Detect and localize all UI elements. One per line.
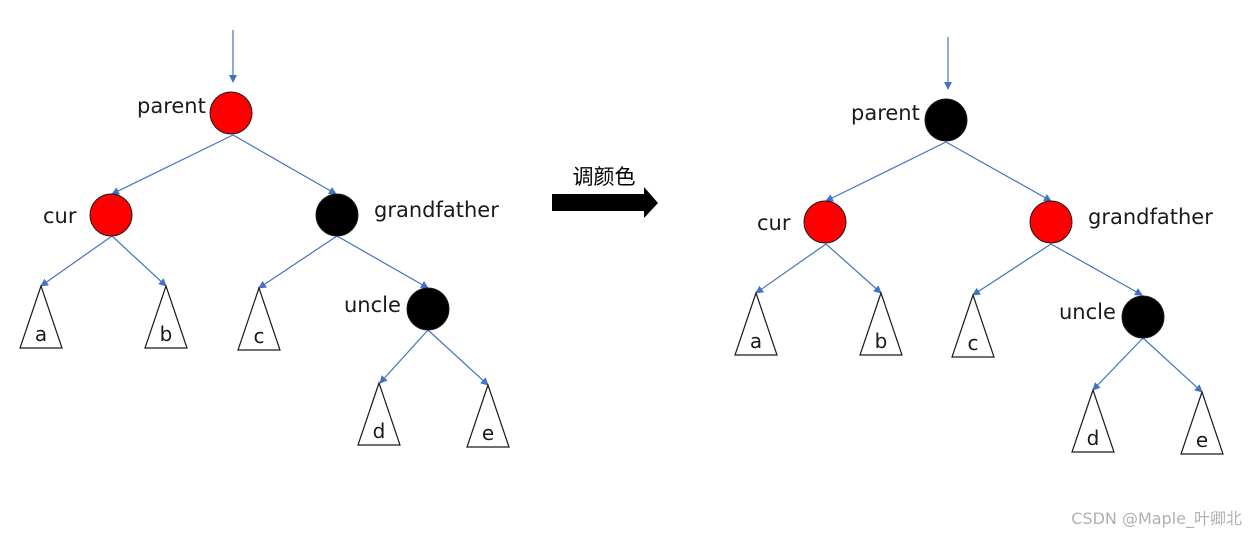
subtree-b <box>859 291 903 356</box>
label-cur: cur <box>757 211 791 235</box>
label-uncle: uncle <box>344 293 401 317</box>
subtree-a-label: a <box>750 329 762 353</box>
label-grandfather: grandfather <box>374 198 499 222</box>
edge-cur-a <box>40 235 113 287</box>
edge-parent-cur <box>111 134 234 195</box>
edge-uncle-e <box>427 329 489 386</box>
subtree-c <box>951 293 995 358</box>
subtree-b <box>144 284 188 349</box>
edge-uncle-e <box>1142 337 1203 393</box>
tree-before: parent cur grandfather uncle a b c d e <box>19 30 510 448</box>
subtree-c-label: c <box>254 324 265 348</box>
subtree-d-label: d <box>373 419 386 443</box>
node-uncle <box>406 287 450 331</box>
subtree-c-label: c <box>968 331 979 355</box>
node-cur <box>89 193 133 237</box>
node-uncle <box>1121 295 1165 339</box>
subtree-e <box>466 383 510 448</box>
subtree-a <box>734 291 778 356</box>
label-uncle: uncle <box>1059 300 1116 324</box>
edge-grandfather-uncle <box>1050 243 1143 296</box>
edge-cur-b <box>825 243 882 294</box>
watermark: CSDN @Maple_叶卿北 <box>1071 509 1242 529</box>
transition-label: 调颜色 <box>573 165 636 189</box>
subtree-e-label: e <box>482 421 494 445</box>
subtree-e-label: e <box>1196 428 1208 452</box>
node-parent <box>924 98 968 142</box>
edge-parent-grandfather <box>232 134 337 195</box>
subtree-b-label: b <box>875 329 888 353</box>
edge-parent-cur <box>825 141 947 202</box>
edge-grandfather-c <box>972 243 1052 296</box>
label-grandfather: grandfather <box>1088 205 1213 229</box>
edge-cur-b <box>111 235 167 287</box>
subtree-d-label: d <box>1087 426 1100 450</box>
edge-grandfather-uncle <box>336 235 429 289</box>
edge-uncle-d <box>379 329 429 384</box>
subtree-e <box>1180 390 1224 455</box>
label-parent: parent <box>851 101 920 125</box>
node-grandfather <box>315 193 359 237</box>
transition: 调颜色 <box>552 165 658 218</box>
edge-grandfather-c <box>258 235 338 289</box>
node-cur <box>803 200 847 244</box>
subtree-a <box>19 284 63 349</box>
label-cur: cur <box>43 204 77 228</box>
label-parent: parent <box>137 94 206 118</box>
subtree-a-label: a <box>35 322 47 346</box>
node-parent <box>209 91 253 135</box>
tree-after: parent cur grandfather uncle a b c d e <box>734 37 1224 455</box>
transition-arrow <box>552 187 658 218</box>
edge-parent-grandfather <box>945 141 1052 202</box>
subtree-c <box>237 286 281 351</box>
node-grandfather <box>1029 200 1073 244</box>
edge-cur-a <box>755 243 827 294</box>
subtree-d <box>357 381 401 446</box>
edge-uncle-d <box>1092 337 1144 391</box>
subtree-b-label: b <box>160 322 173 346</box>
subtree-d <box>1071 388 1115 453</box>
